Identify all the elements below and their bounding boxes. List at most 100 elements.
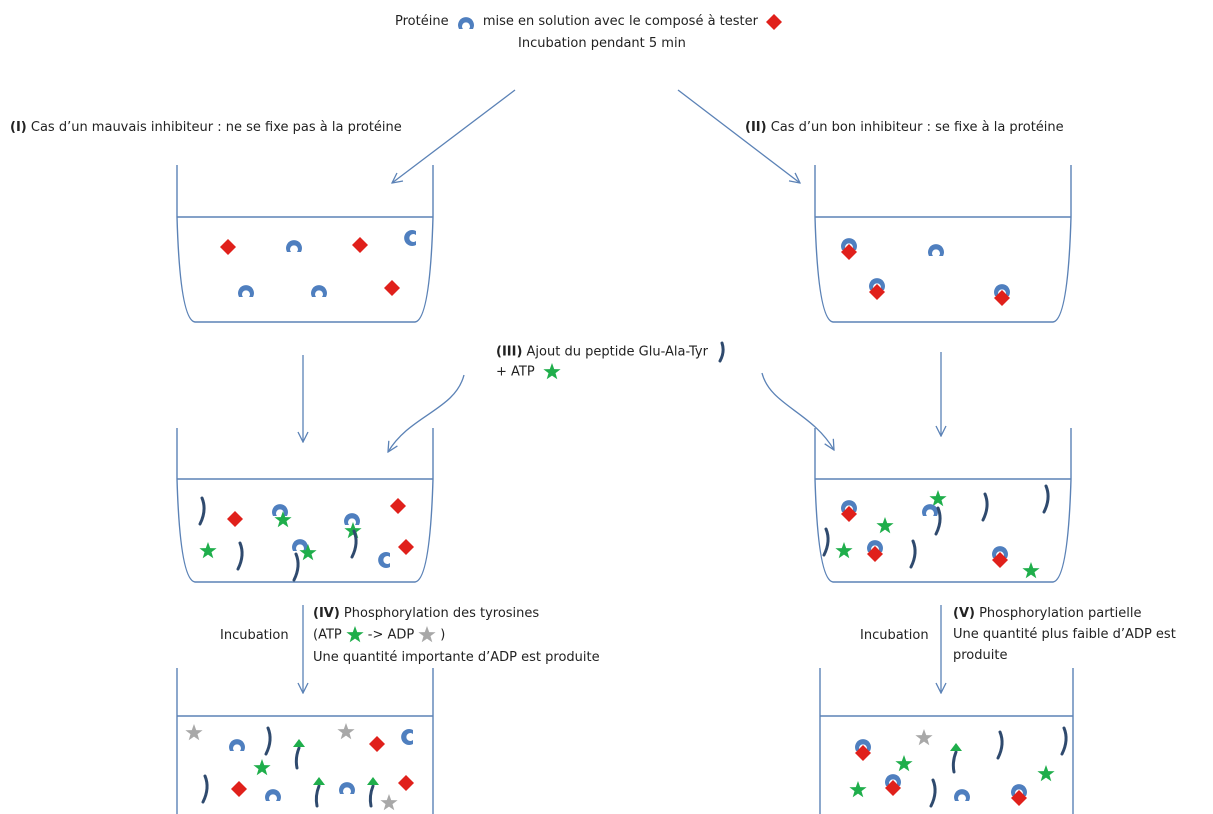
step-iii-text: Ajout du peptide Glu-Ala-Tyr bbox=[522, 344, 708, 360]
peptide-icon bbox=[1060, 726, 1068, 756]
adp-star-icon bbox=[337, 723, 355, 740]
step-iv-number: (IV) bbox=[313, 606, 340, 621]
header-compound-text: mise en solution avec le composé à teste… bbox=[482, 14, 758, 29]
protein-icon bbox=[841, 238, 857, 250]
compound-diamond-icon bbox=[867, 546, 883, 562]
atp-star-icon bbox=[1022, 562, 1040, 579]
compound-diamond-icon bbox=[384, 280, 400, 296]
adp-star-icon bbox=[915, 729, 933, 746]
phospho-peptide-icon bbox=[314, 784, 321, 808]
compound-diamond-icon bbox=[369, 736, 385, 752]
atp-star-icon bbox=[199, 542, 217, 559]
header-protein-text: Protéine bbox=[395, 14, 449, 29]
compound-diamond-icon bbox=[390, 498, 406, 514]
arrow-to-beaker-ii bbox=[677, 89, 800, 183]
step-iii-label: (III) Ajout du peptide Glu-Ala-Tyr bbox=[496, 341, 730, 363]
step-iv-text: Phosphorylation des tyrosines bbox=[339, 606, 540, 621]
phosphate-arrow-icon bbox=[293, 739, 305, 747]
molecules bbox=[185, 230, 1068, 811]
atp-star-icon bbox=[299, 544, 317, 561]
peptide-icon bbox=[909, 539, 917, 569]
atp-star-icon bbox=[253, 759, 271, 776]
atp-star-icon bbox=[895, 755, 913, 772]
compound-diamond-icon bbox=[352, 237, 368, 253]
protein-icon bbox=[954, 789, 970, 801]
phosphate-arrow-icon bbox=[950, 743, 962, 751]
atp-star-icon bbox=[929, 490, 947, 507]
compound-diamond-icon bbox=[1011, 790, 1027, 806]
protein-icon bbox=[401, 729, 413, 745]
case-ii-text: Cas d’un bon inhibiteur : se fixe à la p… bbox=[766, 120, 1064, 135]
step-v-label: (V) Phosphorylation partielle bbox=[953, 604, 1141, 623]
step-iv-atp-text: (ATP bbox=[313, 627, 342, 643]
incubation-left-label: Incubation bbox=[220, 628, 289, 643]
protein-icon bbox=[457, 16, 474, 29]
peptide-icon bbox=[198, 496, 206, 526]
peptide-icon bbox=[236, 541, 244, 571]
compound-diamond-icon bbox=[855, 745, 871, 761]
protein-icon bbox=[238, 285, 254, 297]
compound-diamond-icon bbox=[231, 781, 247, 797]
case-i-label: (I) Cas d’un mauvais inhibiteur : ne se … bbox=[10, 118, 402, 137]
incubation-right-label: Incubation bbox=[860, 628, 929, 643]
compound-diamond-icon bbox=[398, 539, 414, 555]
atp-star-icon bbox=[274, 511, 292, 528]
phospho-peptide-icon bbox=[368, 784, 375, 808]
phospho-peptide-icon bbox=[951, 750, 958, 774]
peptide-icon bbox=[981, 492, 989, 522]
atp-star-icon bbox=[1037, 765, 1055, 782]
step-iv-line2: (ATP-> ADP) bbox=[313, 625, 445, 645]
arrows bbox=[303, 89, 941, 693]
protein-icon bbox=[286, 240, 302, 252]
atp-star-icon bbox=[543, 363, 561, 380]
adp-star-icon bbox=[380, 794, 398, 811]
protein-icon bbox=[311, 285, 327, 297]
peptide-icon bbox=[292, 552, 300, 582]
beakers bbox=[176, 165, 1074, 814]
peptide-icon bbox=[934, 506, 942, 536]
peptide-icon bbox=[264, 726, 272, 756]
protein-icon bbox=[265, 789, 281, 801]
protein-icon bbox=[992, 546, 1008, 558]
arrow-curve-right bbox=[761, 372, 834, 450]
compound-diamond-icon bbox=[869, 284, 885, 300]
arrow-to-beaker-i bbox=[392, 89, 516, 183]
case-ii-label: (II) Cas d’un bon inhibiteur : se fixe à… bbox=[745, 118, 1064, 137]
case-i-number: (I) bbox=[10, 120, 27, 135]
peptide-icon bbox=[350, 529, 358, 559]
compound-diamond-icon bbox=[885, 780, 901, 796]
header-line-1: Protéine mise en solution avec le compos… bbox=[395, 12, 786, 31]
protein-icon bbox=[885, 774, 901, 786]
protein-icon bbox=[229, 739, 245, 751]
protein-icon bbox=[928, 244, 944, 256]
compound-diamond-icon bbox=[220, 239, 236, 255]
header-line-2: Incubation pendant 5 min bbox=[518, 36, 686, 51]
step-iv-adp-text: -> ADP bbox=[367, 627, 415, 643]
step-iii-number: (III) bbox=[496, 344, 523, 360]
compound-diamond-icon bbox=[841, 244, 857, 260]
atp-star-icon bbox=[346, 626, 364, 643]
compound-diamond-icon bbox=[994, 290, 1010, 306]
adp-star-icon bbox=[185, 724, 203, 741]
compound-diamond-icon bbox=[766, 13, 783, 30]
step-v-line3: produite bbox=[953, 648, 1008, 663]
step-iv-label: (IV) Phosphorylation des tyrosines bbox=[313, 604, 539, 623]
peptide-icon bbox=[718, 341, 725, 363]
peptide-icon bbox=[1042, 484, 1050, 514]
case-i-text: Cas d’un mauvais inhibiteur : ne se fixe… bbox=[26, 120, 402, 135]
beaker-iii-right bbox=[814, 428, 1072, 583]
beaker-i bbox=[176, 165, 434, 323]
step-iii-line2: + ATP bbox=[496, 362, 565, 382]
peptide-icon bbox=[929, 778, 937, 808]
protein-icon bbox=[404, 230, 416, 246]
protein-icon bbox=[292, 539, 308, 551]
peptide-icon bbox=[201, 774, 209, 804]
step-v-line2: Une quantité plus faible d’ADP est bbox=[953, 627, 1176, 642]
protein-icon bbox=[867, 540, 883, 552]
protein-icon bbox=[841, 500, 857, 512]
atp-star-icon bbox=[876, 517, 894, 534]
case-ii-number: (II) bbox=[745, 120, 767, 135]
protein-icon bbox=[869, 278, 885, 290]
atp-star-icon bbox=[849, 781, 867, 798]
